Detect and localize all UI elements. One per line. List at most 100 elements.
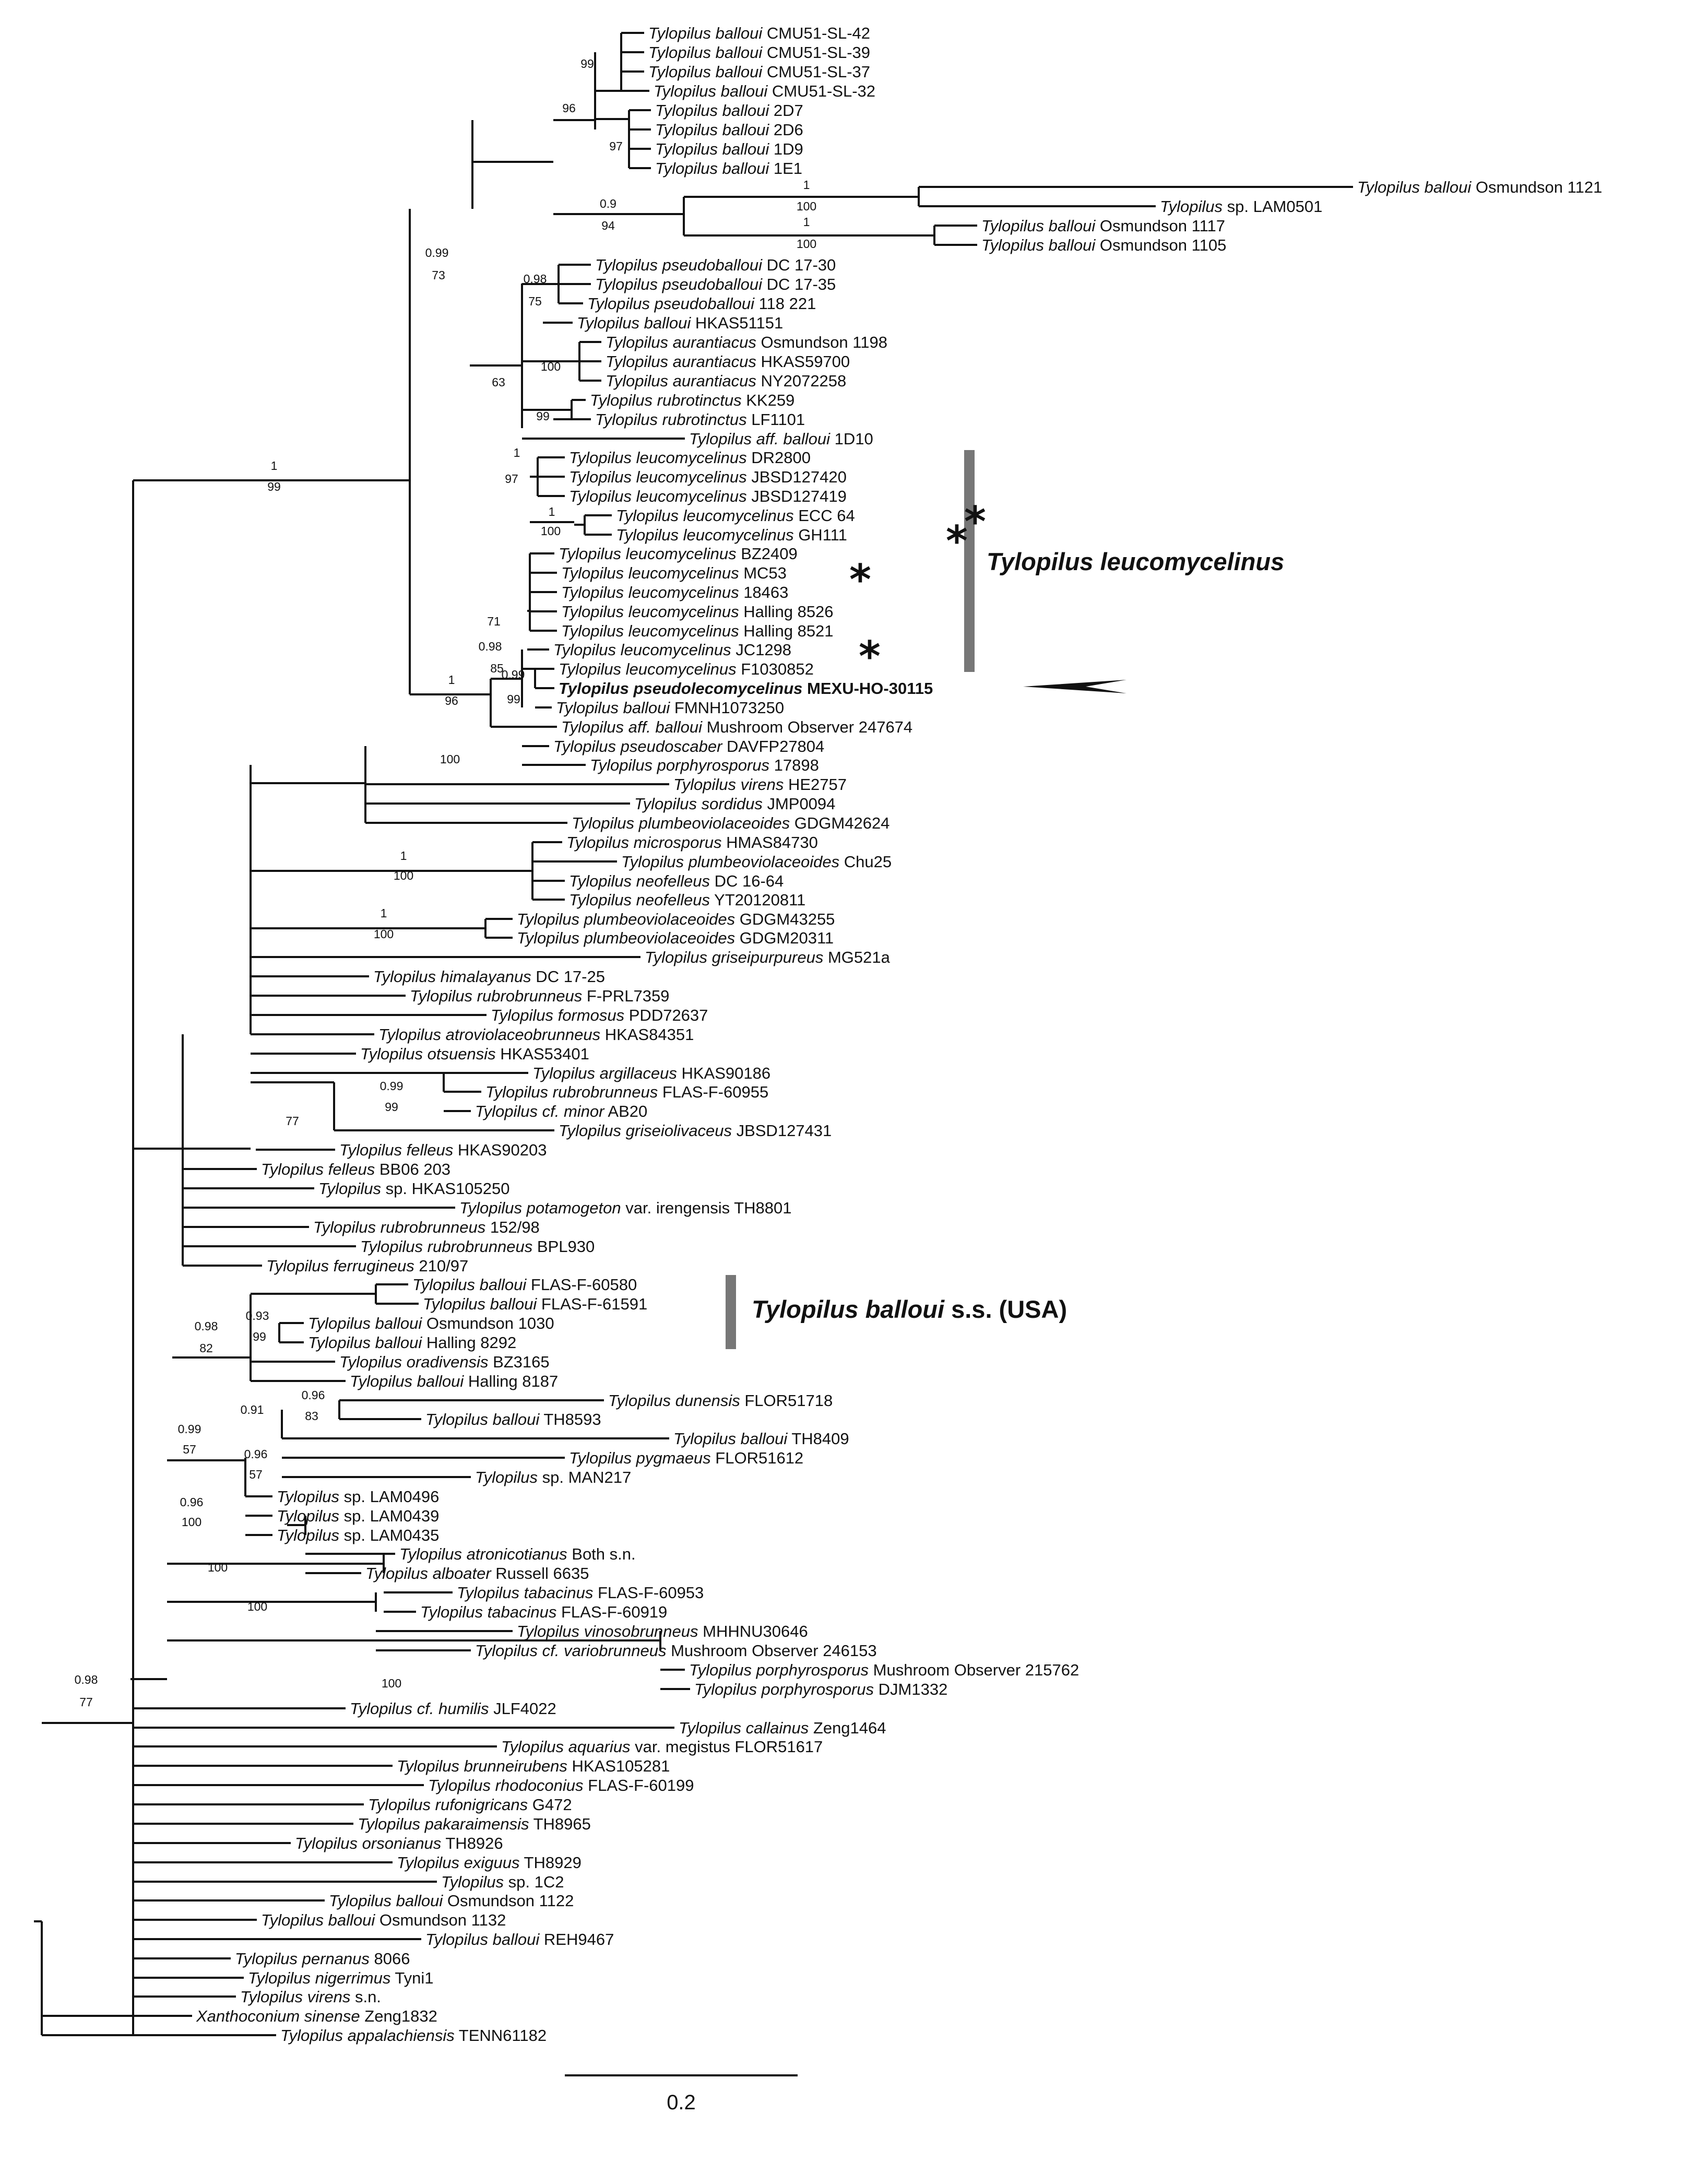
support-value: 1 [381,906,387,920]
tip-label: Tylopilus formosus PDD72637 [491,1006,708,1024]
tip-genus: Tylopilus [425,1930,488,1949]
tip-label: Tylopilus atronicotianus Both s.n. [399,1545,636,1563]
support-value: 99 [507,692,520,706]
tip-voucher: JC1298 [731,641,791,659]
tip-label: Tylopilus sp. LAM0496 [277,1487,439,1506]
support-value: 0.98 [195,1319,218,1333]
support-value: 63 [492,375,505,389]
tip-genus: Tylopilus [368,1796,431,1814]
tip-voucher: DC 17-30 [762,256,836,274]
tip-label: Tylopilus rubrobrunneus F-PRL7359 [410,987,669,1005]
tip-genus: Tylopilus [654,82,716,100]
tip-species: leucomycelinus [679,506,794,525]
tip-voucher: FLOR51612 [711,1449,804,1467]
support-value: 1 [803,215,810,229]
support-value: 0.99 [425,246,449,259]
tip-label: Tylopilus balloui FLAS-F-60580 [412,1276,637,1294]
asterisk-mark: * [859,632,881,681]
tip-species: atronicotianus [462,1545,567,1563]
clade-bar-leucomycelinus [964,450,975,672]
tip-species: balloui [1420,178,1472,196]
tip-genus: Tylopilus [475,1102,538,1120]
scale-bar: 0.2 [565,2074,798,2114]
tip-voucher: HMAS84730 [721,833,817,852]
tip-species: porphyrosporus [757,1680,874,1698]
support-value: 96 [562,101,576,115]
clade-label-balloui-ss: Tylopilus balloui s.s. (USA) [752,1295,1067,1323]
tip-voucher: var. megistus FLOR51617 [631,1738,823,1756]
tip-species: neofelleus [632,891,710,909]
tip-voucher: JBSD127431 [732,1121,832,1140]
tip-genus: Tylopilus [360,1045,423,1063]
tip-label: Tylopilus exiguus TH8929 [397,1853,582,1872]
asterisk-mark: * [849,556,871,604]
tip-label: Tylopilus oradivensis BZ3165 [339,1353,550,1371]
tip-species: felleus [402,1141,453,1159]
tip-label: Tylopilus balloui CMU51-SL-32 [654,82,875,100]
tip-label: Tylopilus balloui FMNH1073250 [556,699,784,717]
tip-species: neofelleus [632,872,710,890]
support-value: 100 [208,1561,228,1574]
tip-voucher: Russell 6635 [491,1564,589,1583]
support-value: 100 [382,1676,401,1690]
tip-voucher: 1D9 [769,140,803,158]
tip-voucher: sp. 1C2 [504,1873,564,1891]
support-value: 96 [445,694,458,707]
tip-genus: Tylopilus [569,872,632,890]
tip-genus: Tylopilus [339,1353,402,1371]
tip-label: Tylopilus rufonigricans G472 [368,1796,572,1814]
tip-genus: Tylopilus [569,448,632,467]
tip-voucher: CMU51-SL-37 [762,63,870,81]
tip-label: Tylopilus balloui FLAS-F-61591 [423,1295,647,1313]
tip-voucher: FLAS-F-60953 [593,1584,704,1602]
tip-label: Tylopilus griseiolivaceus JBSD127431 [559,1121,832,1140]
tip-species: balloui [485,1295,537,1313]
tip-voucher: FLAS-F-60199 [584,1776,694,1794]
tip-genus: Tylopilus [412,1276,475,1294]
support-value: 1 [448,673,455,687]
support-value: 83 [305,1409,318,1423]
tip-label: Tylopilus pernanus 8066 [235,1950,410,1968]
tip-species: rubrobrunneus [472,987,582,1005]
tip-species: pseudoballoui [658,256,763,274]
tip-genus: Tylopilus [561,718,624,736]
tip-genus: Tylopilus [569,468,632,486]
tip-genus: Tylopilus [365,1564,428,1583]
support-value: 57 [249,1468,263,1481]
tip-voucher: GH111 [794,526,847,544]
tip-label: Tylopilus porphyrosporus Mushroom Observ… [689,1661,1079,1679]
tip-label: Tylopilus brunneirubens HKAS105281 [397,1757,670,1775]
tip-voucher: Chu25 [839,853,892,871]
tip-label: Tylopilus rubrobrunneus 152/98 [313,1218,540,1236]
tip-voucher: DAVFP27804 [722,737,824,755]
tip-species: balloui [412,1372,464,1390]
tip-genus: Tylopilus [329,1892,392,1910]
tip-voucher: HKAS84351 [600,1025,694,1044]
tip-species: tabacinus [519,1584,593,1602]
tip-species: balloui [711,24,763,42]
support-value: 0.98 [479,640,502,653]
tip-voucher: HKAS51151 [691,314,783,332]
support-value: 1 [271,459,278,473]
tip-species: porphyrosporus [653,756,769,774]
tip-genus: Tylopilus [517,1622,579,1640]
tip-voucher: GDGM42624 [790,814,889,832]
tip-label: Tylopilus leucomycelinus DR2800 [569,448,811,467]
tip-genus: Tylopilus [428,1776,491,1794]
tip-label: Tylopilus virens s.n. [240,1988,381,2006]
tip-genus: Tylopilus [648,63,711,81]
tip-genus: Tylopilus [1357,178,1420,196]
support-value: 0.99 [380,1079,404,1093]
tip-label: Tylopilus leucomycelinus JBSD127419 [569,487,847,505]
tip-species: leucomycelinus [624,583,739,601]
tip-genus: Tylopilus [280,2026,343,2045]
tip-species: aurantiacus [668,372,756,390]
tip-genus: Tylopilus [587,294,650,313]
tip-species: porphyrosporus [752,1661,869,1679]
tip-voucher: sp. LAM0501 [1223,197,1322,216]
support-value: 77 [286,1114,299,1128]
tip-voucher: G472 [528,1796,572,1814]
tip-label: Tylopilus cf. variobrunneus Mushroom Obs… [475,1642,877,1660]
tip-label: Tylopilus leucomycelinus GH111 [616,526,847,544]
